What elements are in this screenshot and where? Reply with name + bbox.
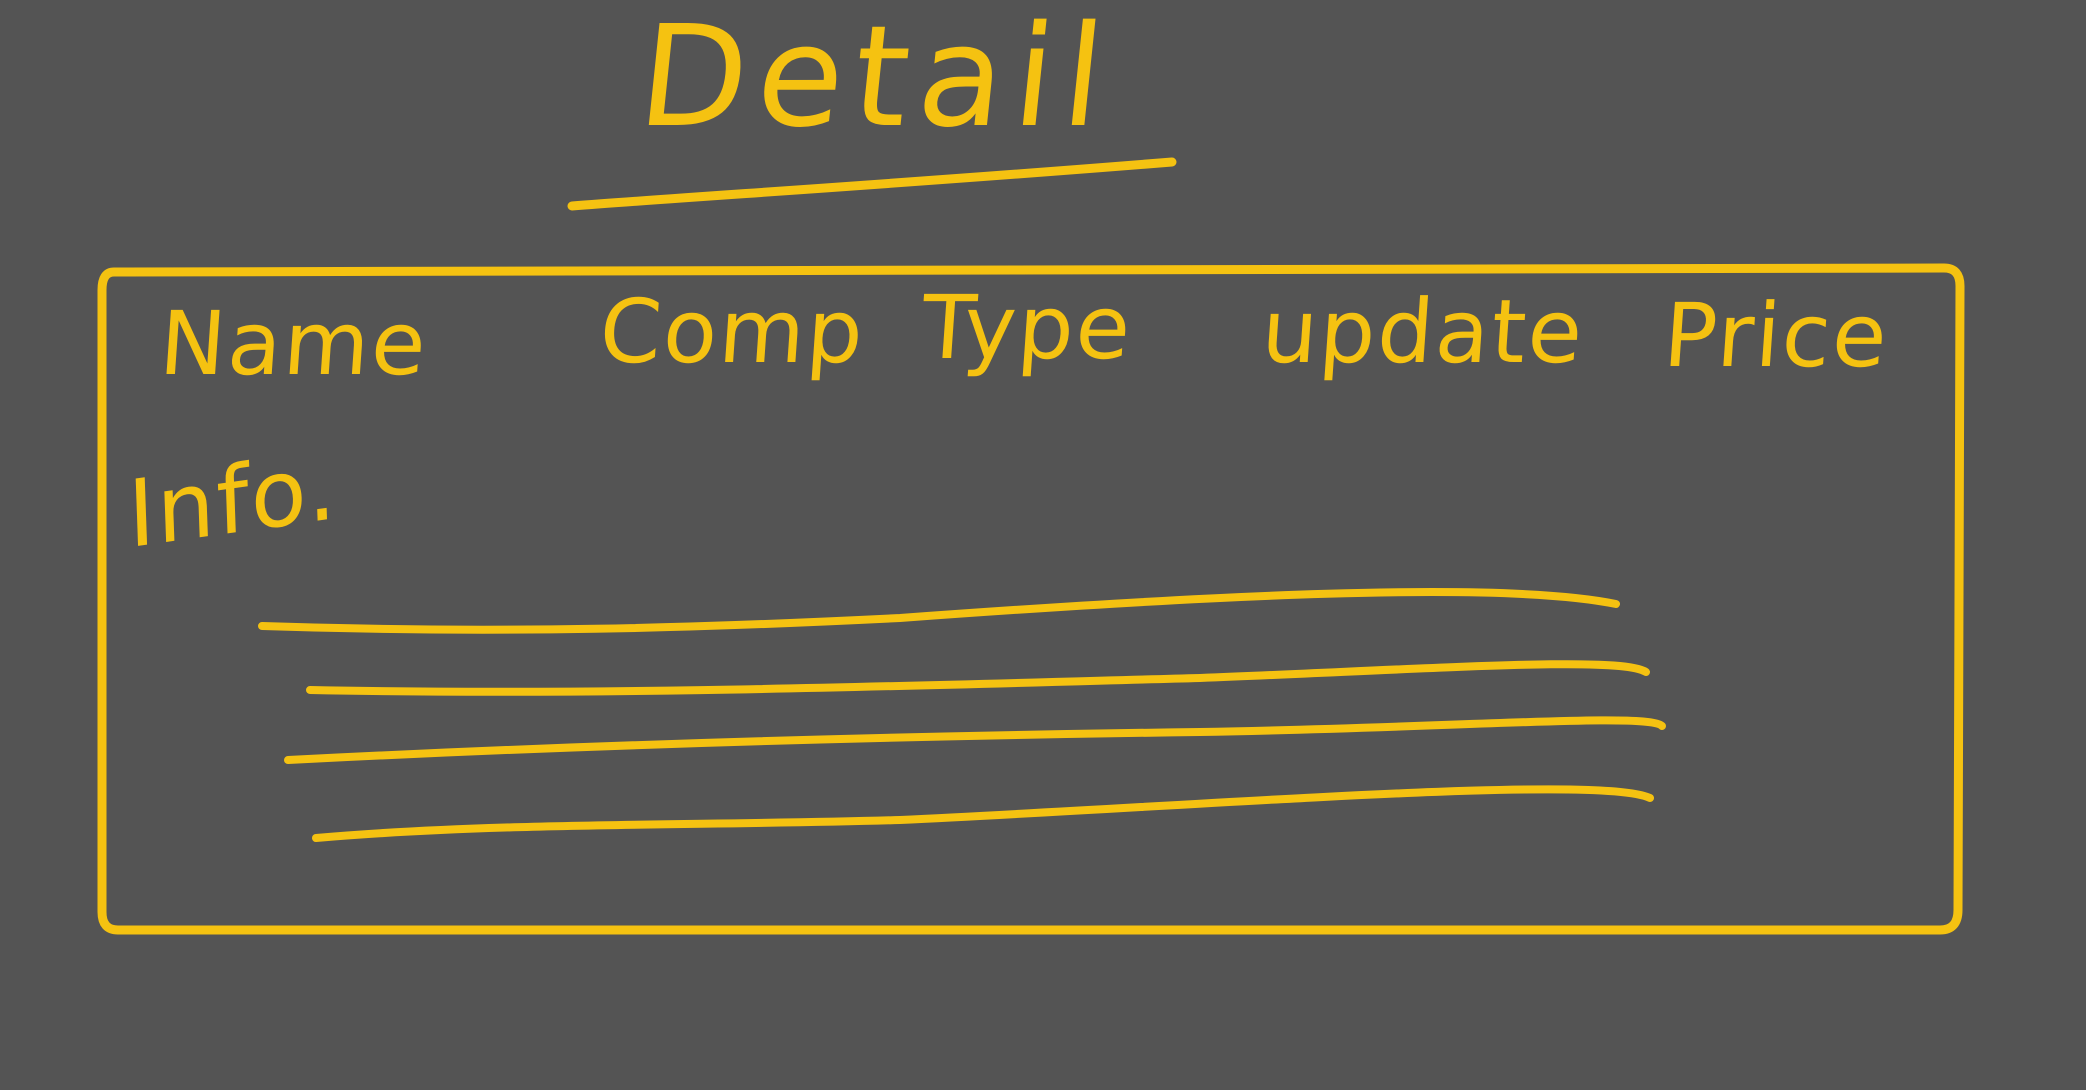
detail-box xyxy=(97,263,1965,935)
detail-title: Detail xyxy=(631,0,1122,159)
info-line-4 xyxy=(312,785,1654,842)
column-price: Price xyxy=(1660,284,1893,387)
column-name: Name xyxy=(156,292,432,395)
info-line-2 xyxy=(306,660,1650,696)
info-label: Info. xyxy=(126,432,340,570)
info-line-1 xyxy=(258,588,1620,634)
info-line-3 xyxy=(284,716,1666,764)
column-comp: Comp xyxy=(596,280,869,383)
column-type: Type xyxy=(918,276,1136,379)
column-update: update xyxy=(1258,280,1588,383)
title-underline xyxy=(567,157,1177,211)
